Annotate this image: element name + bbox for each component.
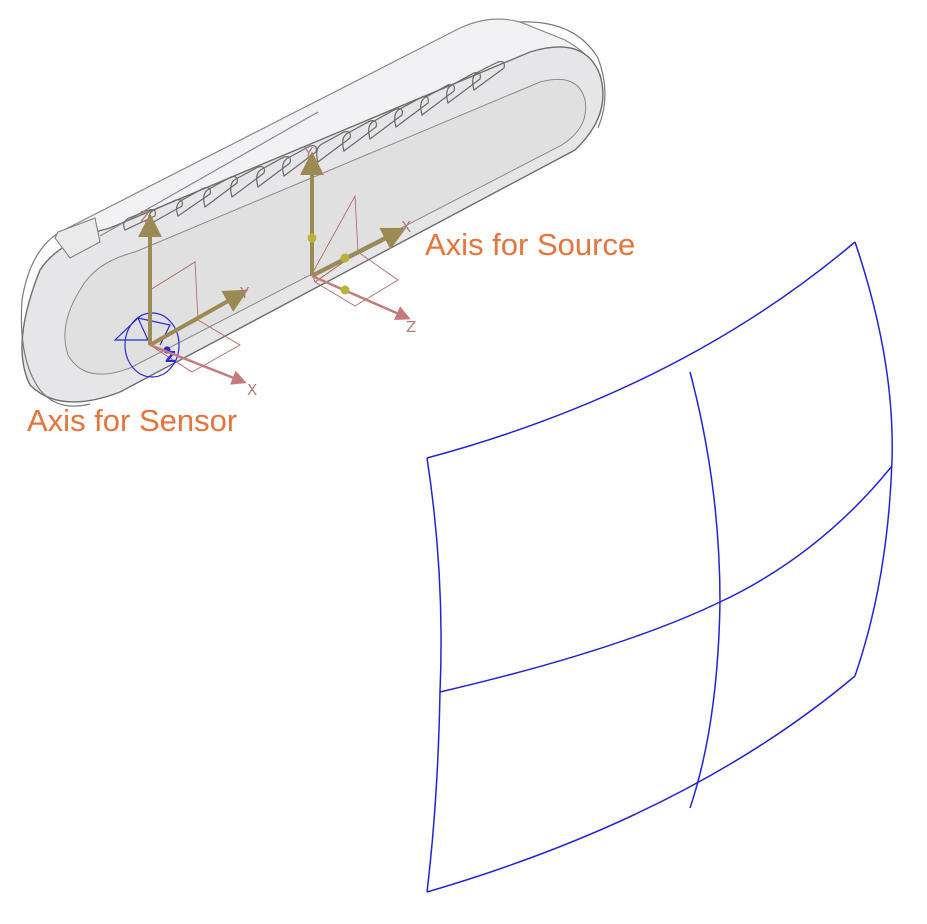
surface-mid-vertical [689,371,721,809]
source-x-axis [311,227,407,278]
sensor-x-axis-letter: X [247,381,257,399]
source-y-axis-letter: Y [303,144,314,162]
source-csys[interactable]: Y X Z [300,144,416,336]
source-x-handle [340,253,350,263]
surface-right-edge [854,241,893,677]
surface-mid-horizontal [439,465,893,693]
housing-right-cap [519,21,606,129]
sensor-z-axis-letter: Z [140,208,150,226]
housing-left-cap [20,231,91,407]
housing-inner-panel [64,78,587,375]
surface-top-edge [426,241,856,459]
surface-bottom-edge [426,675,856,893]
sensor-x-axis [149,343,247,385]
sensor-y-axis [149,289,249,347]
source-z-axis [311,274,411,321]
sensor-y-axis-letter: Y [239,284,250,302]
source-axis-callout: Axis for Source [425,227,636,262]
sensor-csys[interactable]: Z Z Y X [113,208,257,399]
source-x-axis-letter: X [401,218,411,236]
source-z-handle [340,285,350,295]
source-y-handle [307,233,317,243]
target-surface[interactable] [426,241,893,893]
housing-left-tab [54,217,101,259]
surface-left-edge [426,457,442,893]
sensor-axis-callout: Axis for Sensor [27,403,238,438]
sensor-z-letter: Z [165,348,176,366]
source-z-axis-letter: Z [406,318,416,336]
